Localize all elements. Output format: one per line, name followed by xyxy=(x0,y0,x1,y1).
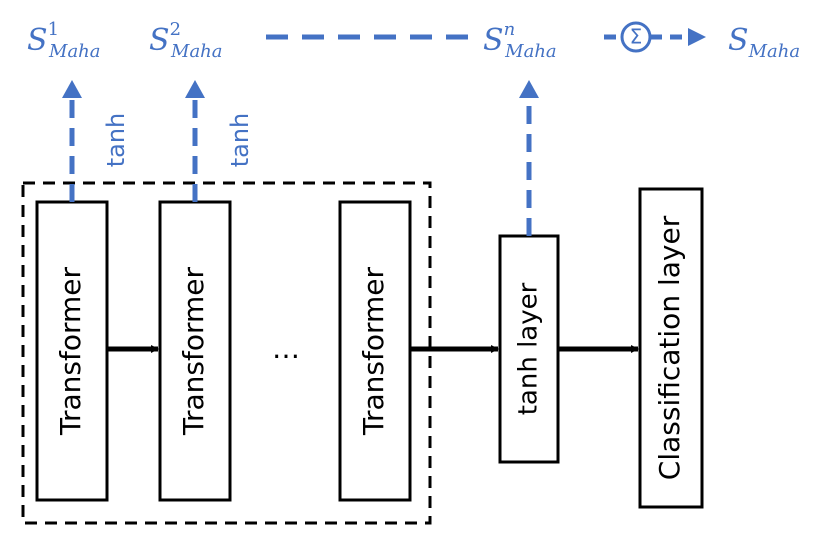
score-2-base: S xyxy=(149,23,170,58)
transformer-stack-group xyxy=(21,181,432,525)
tanh-activation-label-1: tanh xyxy=(102,113,130,168)
score-1-sup: 1 xyxy=(48,19,59,40)
classification-layer-block xyxy=(638,187,704,509)
score-output-base: S xyxy=(728,23,749,58)
score-arrowhead-n xyxy=(519,80,539,98)
score-n-sub: Maha xyxy=(504,41,557,62)
score-n-base: S xyxy=(483,23,504,58)
transformer-block-2 xyxy=(158,200,232,502)
transformer-block-1-label: Transformer xyxy=(54,267,87,437)
tanh-activation-label-2: tanh xyxy=(226,113,254,168)
sum-symbol: Σ xyxy=(630,25,643,49)
tanh-layer-label: tanh layer xyxy=(514,282,544,415)
score-2-sub: Maha xyxy=(170,41,223,62)
score-n-sup: n xyxy=(504,19,516,40)
transformer-block-n-label: Transformer xyxy=(357,267,390,437)
score-1-base: S xyxy=(27,23,48,58)
score-arrowhead-1 xyxy=(62,80,82,98)
score-output-sub: Maha xyxy=(748,41,801,62)
score-1-sub: Maha xyxy=(48,41,101,62)
transformer-block-n xyxy=(338,200,412,502)
score-2-sup: 2 xyxy=(170,19,181,40)
score-arrowhead-2 xyxy=(185,80,205,98)
score-label-output: SMaha xyxy=(728,23,800,62)
sum-to-output-arrowhead xyxy=(688,28,706,46)
transformer-block-2-label: Transformer xyxy=(177,267,210,437)
stack-ellipsis: … xyxy=(272,332,300,365)
classification-layer-label: Classification layer xyxy=(653,215,686,480)
